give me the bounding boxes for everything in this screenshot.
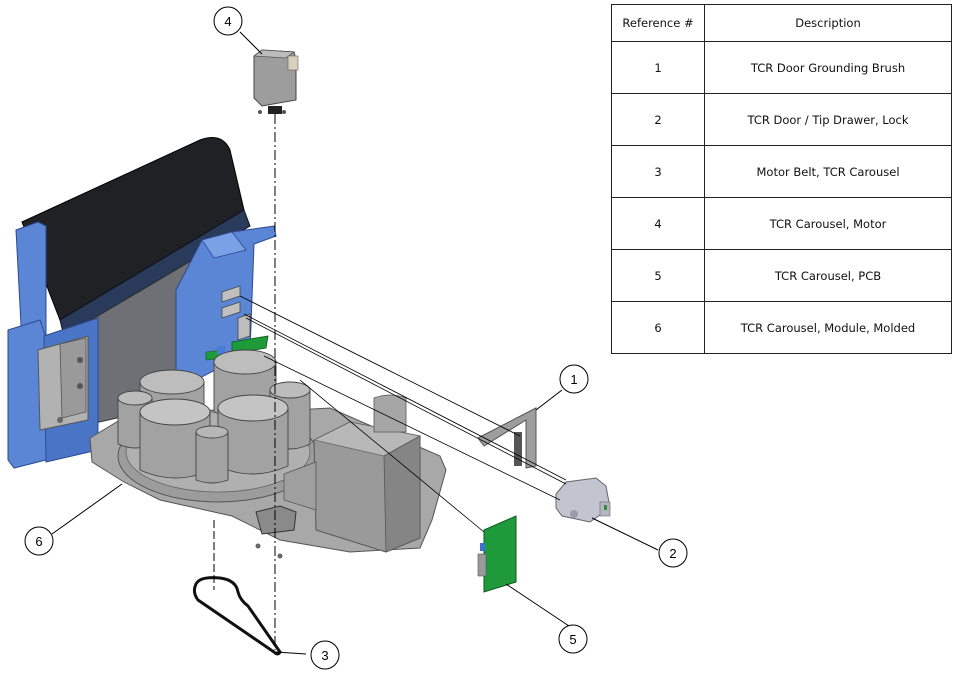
- cell-ref: 2: [611, 93, 705, 146]
- table-row: 5 TCR Carousel, PCB: [611, 249, 952, 302]
- leader-lines: [51, 31, 659, 655]
- svg-text:1: 1: [570, 372, 577, 387]
- cell-ref: 4: [611, 197, 705, 250]
- carousel-motor: [252, 49, 299, 114]
- table-row: 2 TCR Door / Tip Drawer, Lock: [611, 93, 952, 146]
- cell-description: TCR Door Grounding Brush: [704, 41, 952, 94]
- cell-ref: 1: [611, 41, 705, 94]
- assembly-lines: [213, 114, 567, 650]
- carousel-tubes: [117, 349, 311, 484]
- svg-text:6: 6: [35, 534, 42, 549]
- table-header-row: Reference # Description: [611, 4, 952, 42]
- header-reference: Reference #: [611, 4, 705, 42]
- motor-belt: [192, 576, 282, 656]
- cell-description: TCR Door / Tip Drawer, Lock: [704, 93, 952, 146]
- carousel-pcb: [477, 515, 517, 593]
- table-row: 4 TCR Carousel, Motor: [611, 197, 952, 250]
- callout-3: 3: [310, 640, 340, 670]
- table-row: 6 TCR Carousel, Module, Molded: [611, 301, 952, 354]
- svg-text:4: 4: [224, 14, 231, 29]
- cell-ref: 5: [611, 249, 705, 302]
- header-description: Description: [704, 4, 952, 42]
- table-row: 1 TCR Door Grounding Brush: [611, 41, 952, 94]
- callout-5: 5: [558, 624, 588, 654]
- svg-text:3: 3: [321, 648, 328, 663]
- callout-2: 2: [658, 538, 688, 568]
- table-row: 3 Motor Belt, TCR Carousel: [611, 145, 952, 198]
- right-housing-bracket: [175, 225, 277, 381]
- cell-ref: 6: [611, 301, 705, 354]
- callout-6: 6: [24, 526, 54, 556]
- callout-4: 4: [213, 6, 243, 36]
- reference-table: Reference # Description 1 TCR Door Groun…: [611, 4, 952, 354]
- cell-description: TCR Carousel, Motor: [704, 197, 952, 250]
- svg-text:2: 2: [669, 546, 676, 561]
- cell-description: TCR Carousel, PCB: [704, 249, 952, 302]
- svg-text:5: 5: [569, 632, 576, 647]
- callout-1: 1: [559, 364, 589, 394]
- cell-description: Motor Belt, TCR Carousel: [704, 145, 952, 198]
- drawer-lock: [555, 477, 611, 523]
- grounding-brush: [477, 407, 537, 469]
- cell-description: TCR Carousel, Module, Molded: [704, 301, 952, 354]
- cell-ref: 3: [611, 145, 705, 198]
